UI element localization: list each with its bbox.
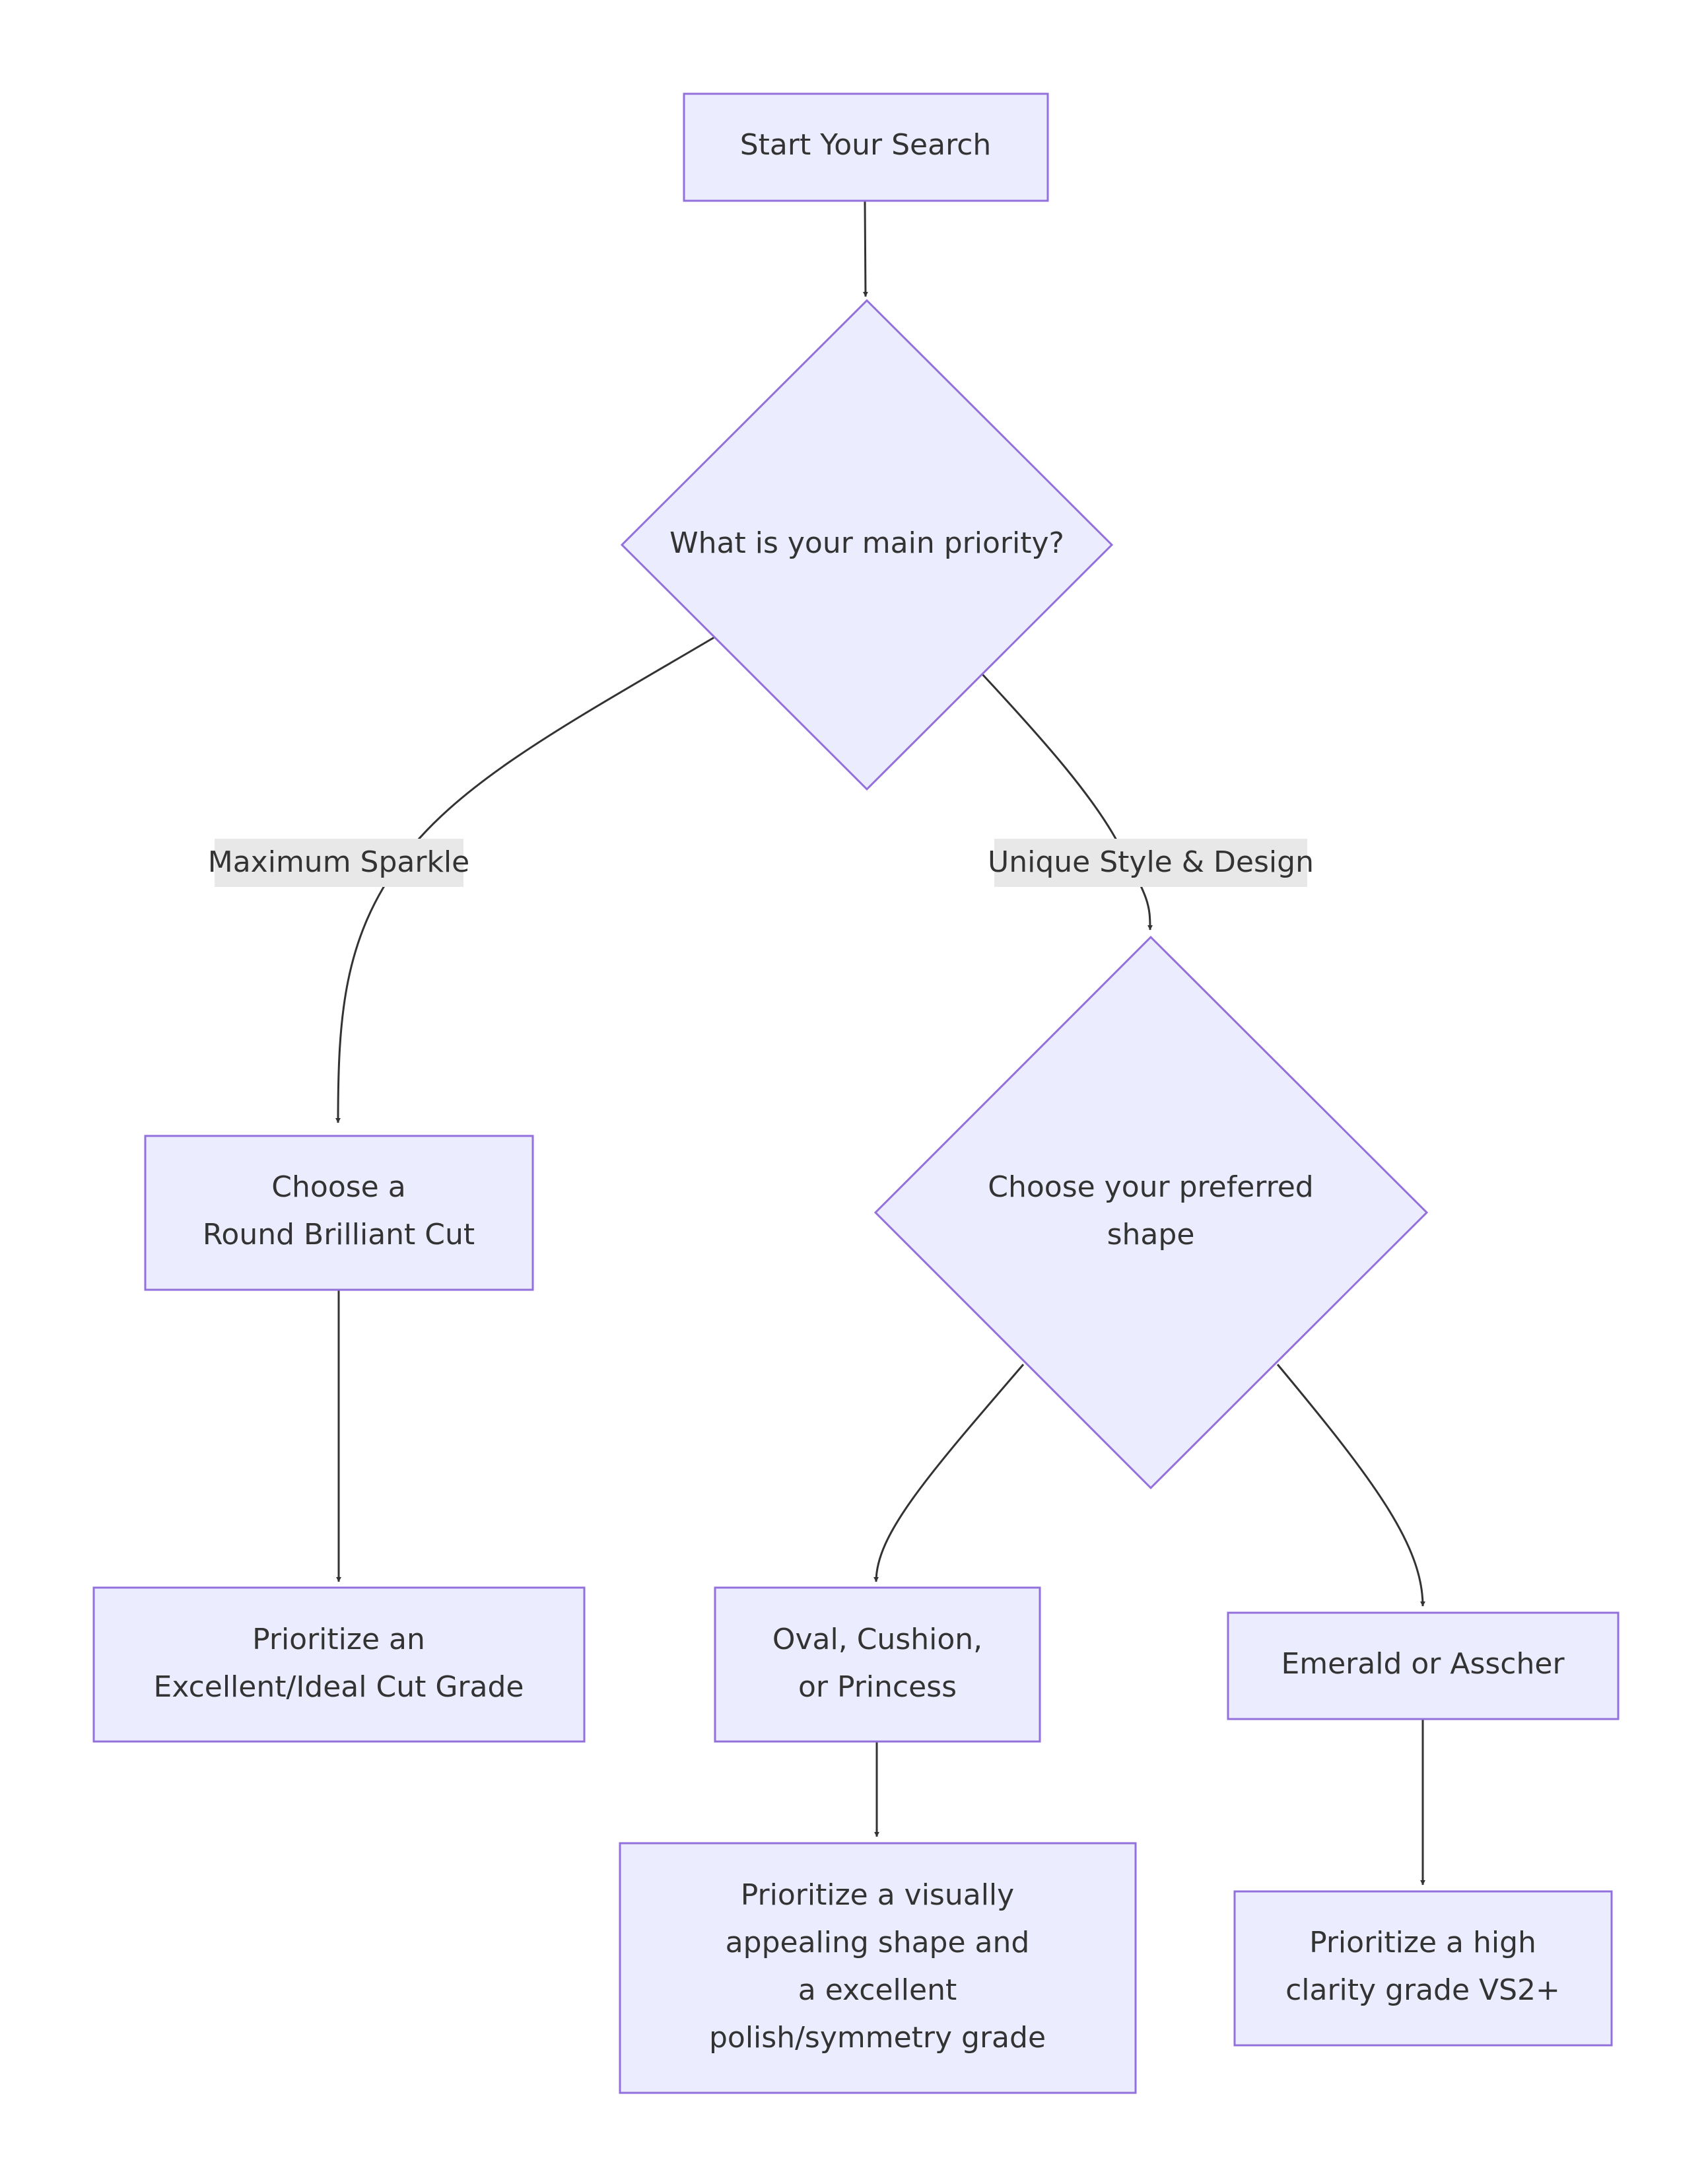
node-shape-choice-diamond <box>873 935 1429 1490</box>
node-round-cut: Choose a Round Brilliant Cut <box>144 1135 534 1291</box>
node-clarity-text: Prioritize a high clarity grade VS2+ <box>1285 1926 1560 2007</box>
edge-shape-choice-to-emerald <box>1276 1364 1425 1607</box>
node-text-line: Start Your Search <box>740 128 992 162</box>
node-cut-grade: Prioritize an Excellent/Ideal Cut Grade <box>92 1586 586 1743</box>
node-text-line: Emerald or Asscher <box>1281 1647 1565 1681</box>
node-text-line: appealing shape and <box>726 1926 1030 1959</box>
node-oval-box <box>714 1586 1041 1743</box>
node-text-line: shape <box>1107 1218 1195 1251</box>
node-cut-grade-text: Prioritize an Excellent/Ideal Cut Grade <box>154 1623 524 1704</box>
node-polish-text: Prioritize a visually appealing shape and… <box>709 1878 1046 2055</box>
node-clarity: Prioritize a high clarity grade VS2+ <box>1233 1890 1613 2047</box>
node-start: Start Your Search <box>683 92 1049 202</box>
node-text-line: a excellent <box>798 1973 957 2007</box>
node-polish-box <box>619 1842 1137 2094</box>
node-start-text: Start Your Search <box>740 128 992 162</box>
node-oval-text: Oval, Cushion, or Princess <box>772 1623 982 1704</box>
edge-label-unique-bg <box>994 839 1307 887</box>
edge-label-unique: Unique Style & Design <box>988 839 1314 887</box>
node-emerald: Emerald or Asscher <box>1227 1611 1620 1720</box>
node-oval: Oval, Cushion, or Princess <box>714 1586 1041 1743</box>
node-priority: What is your main priority? <box>620 299 1114 791</box>
edge-shape-choice-to-oval <box>873 1364 1025 1582</box>
node-text-line: Excellent/Ideal Cut Grade <box>154 1670 524 1704</box>
node-emerald-box <box>1227 1611 1620 1720</box>
edge-label-unique-text: Unique Style & Design <box>988 845 1314 879</box>
node-polish: Prioritize a visually appealing shape and… <box>619 1842 1137 2094</box>
edge-priority-to-shape-choice <box>980 672 1153 931</box>
node-start-box <box>683 92 1049 202</box>
node-text-line: clarity grade VS2+ <box>1285 1973 1560 2007</box>
node-text-line: Choose your preferred <box>988 1170 1313 1204</box>
edge-label-sparkle-bg <box>215 839 463 887</box>
node-emerald-text: Emerald or Asscher <box>1281 1647 1565 1681</box>
node-text-line: Prioritize an <box>252 1623 425 1656</box>
edge-label-sparkle-text: Maximum Sparkle <box>208 845 469 879</box>
node-text-line: Oval, Cushion, <box>772 1623 982 1656</box>
node-priority-diamond <box>620 299 1114 791</box>
node-text-line: Prioritize a visually <box>741 1878 1014 1912</box>
node-round-cut-text: Choose a Round Brilliant Cut <box>203 1170 475 1251</box>
node-text-line: Prioritize a high <box>1309 1926 1536 1959</box>
node-shape-choice-text: Choose your preferred shape <box>988 1170 1313 1251</box>
node-round-cut-box <box>144 1135 534 1291</box>
edges <box>335 201 1425 1885</box>
node-shape-choice: Choose your preferred shape <box>873 935 1429 1490</box>
node-text-line: Round Brilliant Cut <box>203 1218 475 1251</box>
node-priority-text: What is your main priority? <box>669 526 1064 560</box>
node-text-line: What is your main priority? <box>669 526 1064 560</box>
node-text-line: or Princess <box>798 1670 957 1704</box>
edge-label-sparkle: Maximum Sparkle <box>208 839 469 887</box>
edge-start-to-priority <box>862 201 868 297</box>
node-text-line: Choose a <box>271 1170 405 1204</box>
node-clarity-box <box>1233 1890 1613 2047</box>
node-text-line: polish/symmetry grade <box>709 2021 1046 2055</box>
node-cut-grade-box <box>92 1586 586 1743</box>
